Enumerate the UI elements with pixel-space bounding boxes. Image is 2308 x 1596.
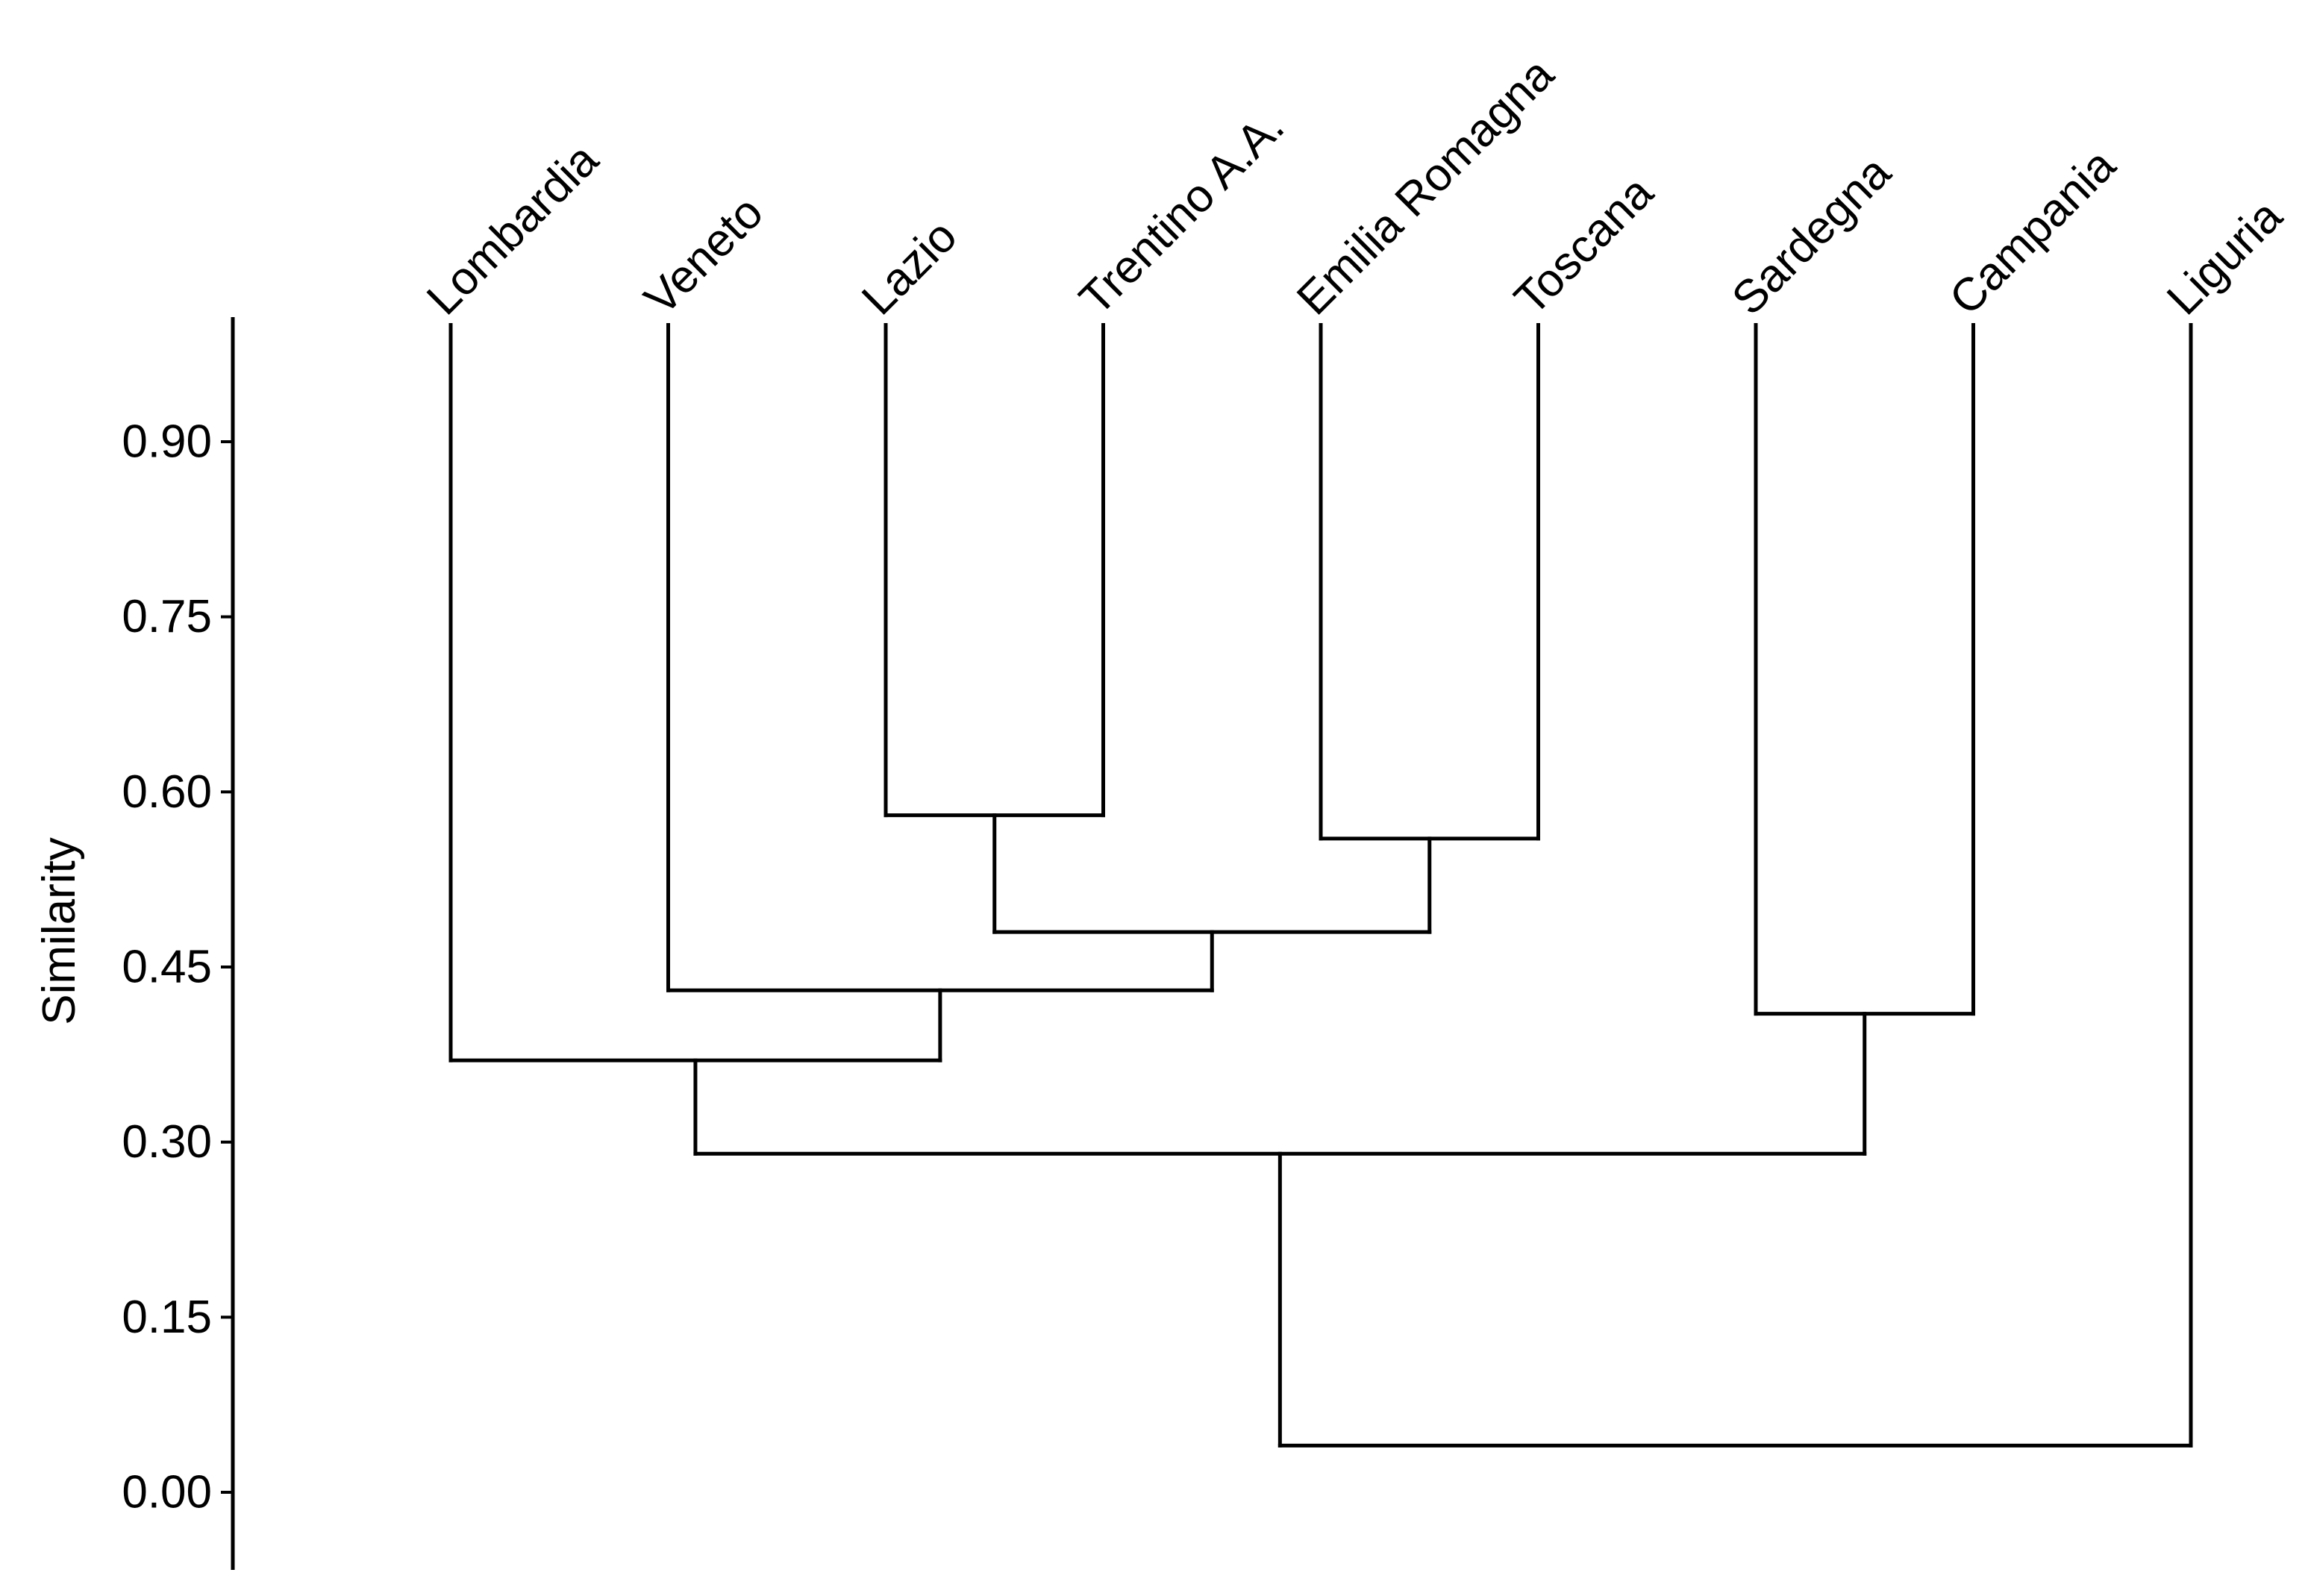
leaf-label: Sardegna bbox=[1722, 146, 1901, 325]
y-tick-label: 0.60 bbox=[122, 766, 212, 818]
leaf-label: Veneto bbox=[635, 187, 773, 325]
y-axis-title: Similarity bbox=[34, 837, 85, 1024]
y-tick-label: 0.30 bbox=[122, 1116, 212, 1168]
leaf-label: Lombardia bbox=[417, 134, 608, 325]
y-tick-label: 0.00 bbox=[122, 1467, 212, 1518]
dendrogram-links bbox=[448, 323, 2193, 1448]
leaf-label: Lazio bbox=[852, 210, 967, 325]
leaf-label: Liguria bbox=[2157, 190, 2292, 325]
y-tick-label: 0.75 bbox=[122, 591, 212, 642]
y-tick-label: 0.45 bbox=[122, 942, 212, 993]
y-tick-label: 0.90 bbox=[122, 416, 212, 468]
leaf-label: Trentino A.A. bbox=[1070, 101, 1295, 325]
leaf-label: Campania bbox=[1940, 139, 2126, 325]
leaf-label: Toscana bbox=[1505, 166, 1663, 325]
y-tick-label: 0.15 bbox=[122, 1292, 212, 1343]
y-axis-ticks: 0.00 0.15 0.30 0.45 0.60 0.75 0.90 bbox=[122, 416, 233, 1518]
